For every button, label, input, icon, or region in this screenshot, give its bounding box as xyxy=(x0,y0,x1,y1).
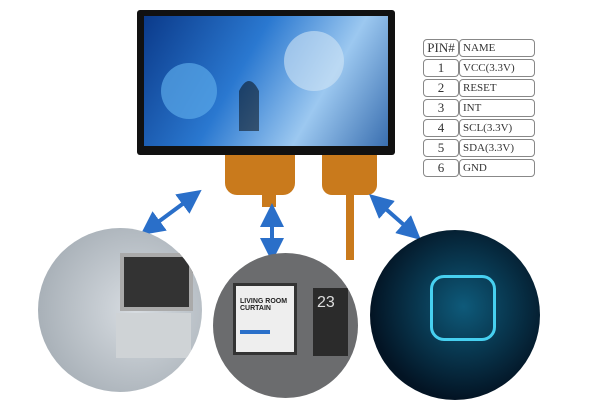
panel-screen: LIVING ROOM CURTAIN xyxy=(233,283,297,355)
pin-name: RESET xyxy=(459,79,535,97)
panel-title: LIVING ROOM CURTAIN xyxy=(240,298,288,312)
watch-outline xyxy=(430,275,496,341)
pin-number: 1 xyxy=(423,59,459,77)
pin-header: PIN# xyxy=(423,39,459,57)
fpc-cable-right xyxy=(322,155,377,195)
touch-hand-icon xyxy=(239,81,259,131)
clock-text: 23 xyxy=(317,294,335,311)
arrow-right xyxy=(369,194,421,240)
hmi-screen xyxy=(120,253,193,311)
industrial-hmi-image xyxy=(38,228,202,392)
pin-name: GND xyxy=(459,159,535,177)
fpc-tail xyxy=(346,195,354,260)
pin-name: VCC(3.3V) xyxy=(459,59,535,77)
pin-number: 6 xyxy=(423,159,459,177)
pin-number: 5 xyxy=(423,139,459,157)
hmi-keypad xyxy=(116,313,191,358)
smartwatch-image xyxy=(370,230,540,400)
pin-number: 4 xyxy=(423,119,459,137)
clock-panel: 23 xyxy=(313,288,348,356)
pin-name: SDA(3.3V) xyxy=(459,139,535,157)
virus-illustration xyxy=(161,31,344,131)
smart-home-panel-image: LIVING ROOM CURTAIN 23 xyxy=(213,253,358,398)
display-screen xyxy=(144,16,388,146)
name-header: NAME xyxy=(459,39,535,57)
pin-name: INT xyxy=(459,99,535,117)
pin-name: SCL(3.3V) xyxy=(459,119,535,137)
fpc-cable-left xyxy=(225,155,295,195)
pin-number: 2 xyxy=(423,79,459,97)
curtain-slider xyxy=(240,330,270,334)
pin-number: 3 xyxy=(423,99,459,117)
arrow-left xyxy=(140,189,202,236)
